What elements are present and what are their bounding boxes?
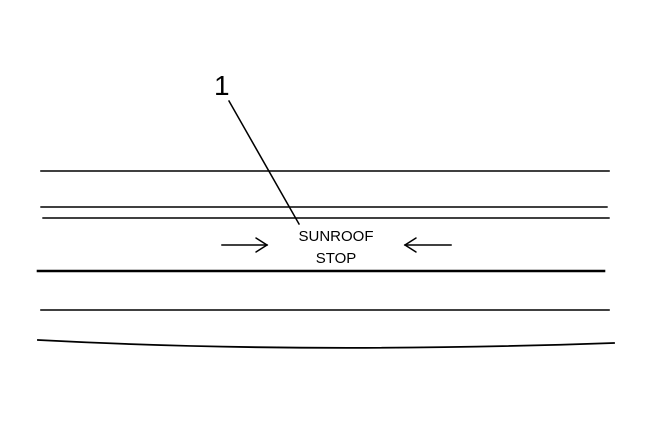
left-pointing-arrow-icon [403,237,452,253]
callout-leader-line [227,99,301,226]
sunroof-stop-label: SUNROOF STOP [290,226,382,270]
right-pointing-arrow-icon [221,237,269,253]
sunroof-stop-label-line1: SUNROOF [298,228,374,245]
callout-number: 1 [214,70,230,101]
track-line-bottom-curve [37,339,615,349]
sunroof-stop-label-line2: STOP [315,250,357,267]
